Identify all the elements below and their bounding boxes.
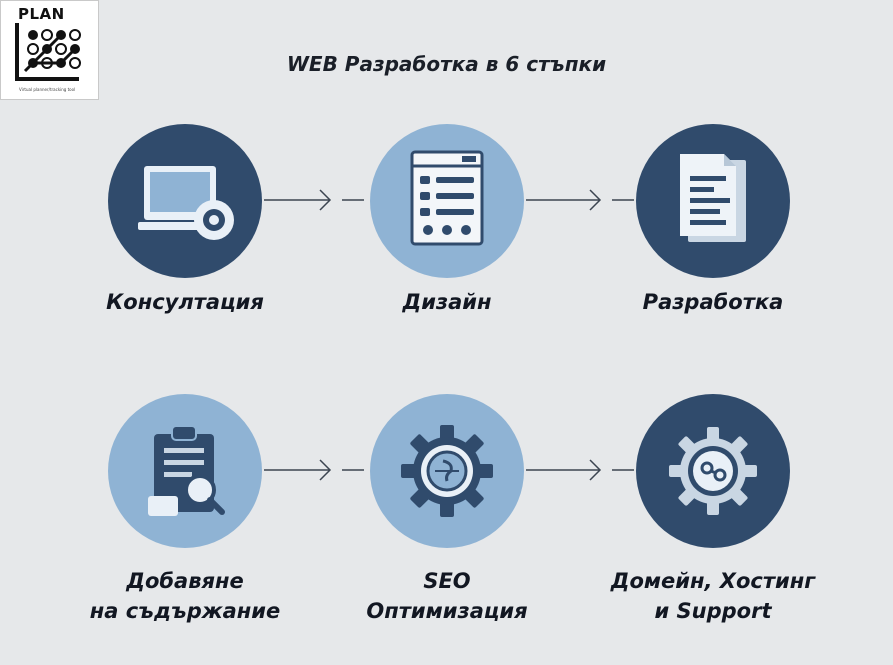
clipboard-search-icon bbox=[148, 425, 225, 516]
step-5-label: SEO Оптимизация bbox=[366, 569, 528, 623]
logo-mark-icon bbox=[15, 23, 81, 81]
step-6-label: Домейн, Хостинг и Support bbox=[610, 569, 816, 623]
step-4-circle bbox=[108, 394, 262, 548]
step-2-circle bbox=[370, 124, 524, 278]
document-icon bbox=[680, 154, 746, 242]
arrow-right-icon bbox=[264, 189, 364, 211]
laptop-gear-icon bbox=[138, 166, 234, 240]
step-6-circle bbox=[636, 394, 790, 548]
hosting-gear-icon bbox=[669, 427, 757, 515]
arrow-right-icon bbox=[526, 459, 634, 481]
seo-gear-icon bbox=[401, 425, 493, 517]
page-title: WEB Разработка в 6 стъпки bbox=[286, 52, 607, 76]
step-1-circle bbox=[108, 124, 262, 278]
arrow-right-icon bbox=[264, 459, 364, 481]
step-5-circle bbox=[370, 394, 524, 548]
step-4-label: Добавяне на съдържание bbox=[89, 569, 281, 623]
step-3-label: Разработка bbox=[642, 290, 784, 314]
plan-logo: PLAN Virtual planner/tracking tool bbox=[0, 0, 99, 100]
step-1-label: Консултация bbox=[106, 290, 264, 314]
step-3-circle bbox=[636, 124, 790, 278]
step-2-label: Дизайн bbox=[402, 290, 492, 314]
arrow-right-icon bbox=[526, 189, 634, 211]
logo-text: PLAN bbox=[18, 5, 65, 23]
wireframe-icon bbox=[410, 150, 484, 246]
logo-tagline: Virtual planner/tracking tool bbox=[19, 87, 76, 92]
